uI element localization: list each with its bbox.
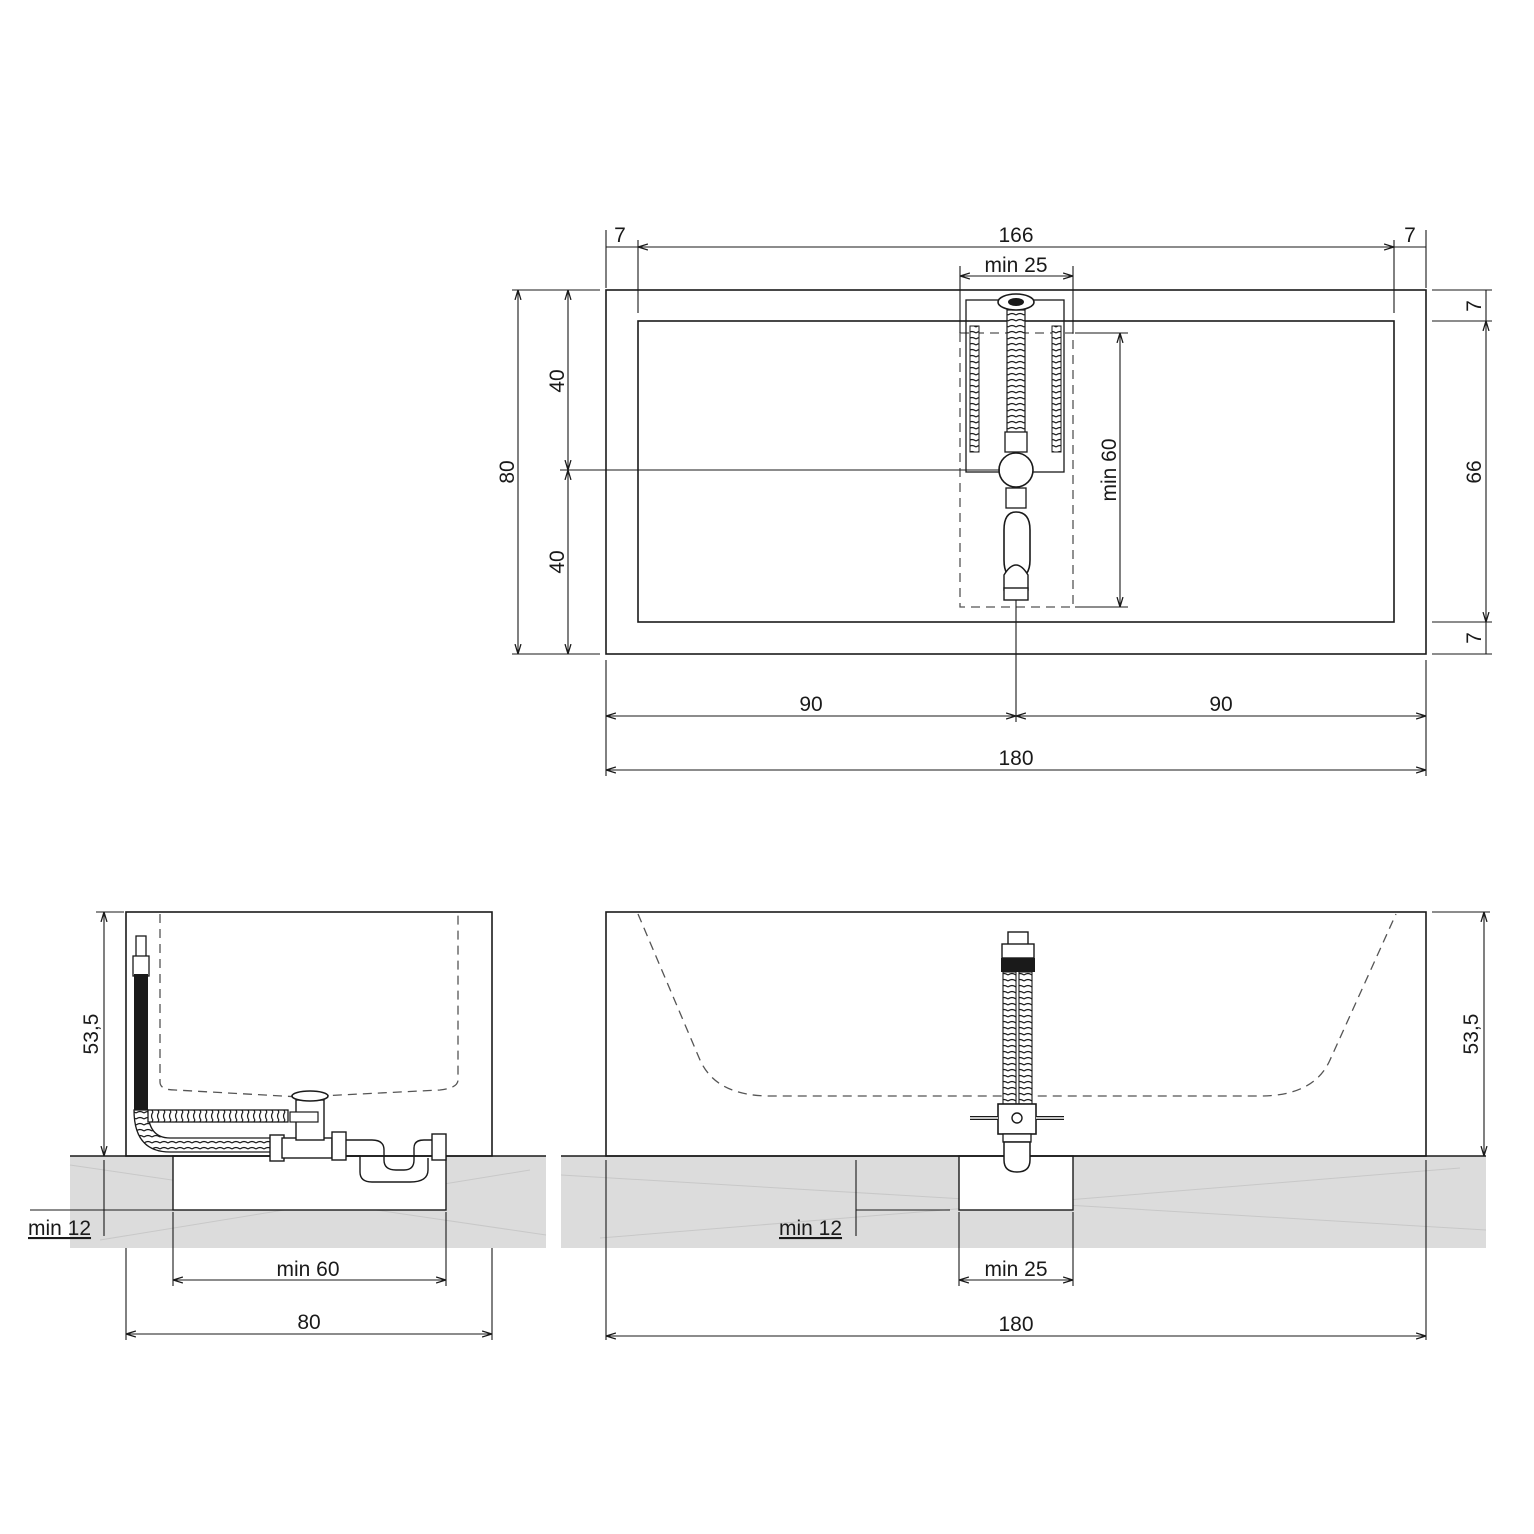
front-dim-min-recess-width: min 25	[984, 1258, 1047, 1281]
waste-overflow-set	[132, 935, 447, 1183]
side-dim-width-total: 80	[297, 1311, 320, 1334]
dim-width-total: 180	[998, 747, 1033, 770]
dim-inner-width: 66	[1463, 460, 1486, 483]
faucet-top-view	[965, 293, 1065, 601]
front-dim-height: 53,5	[1460, 1014, 1483, 1055]
front-floor-recess	[958, 1155, 1074, 1211]
dim-rim-top: 7	[1463, 300, 1486, 312]
side-dim-height: 53,5	[80, 1014, 103, 1055]
dim-half-left: 90	[799, 693, 822, 716]
dim-rim-right: 7	[1404, 224, 1416, 247]
side-inner-basin	[159, 914, 459, 1098]
dim-min-access-width: min 25	[984, 254, 1047, 277]
dim-min-access-length: min 60	[1098, 438, 1121, 501]
front-dim-min-recess-depth: min 12	[779, 1217, 842, 1240]
faucet-front-view	[970, 931, 1064, 1173]
side-dim-min-recess-depth: min 12	[28, 1217, 91, 1240]
dim-inner-length: 166	[998, 224, 1033, 247]
dim-half-upper: 40	[546, 369, 569, 392]
dim-rim-bottom: 7	[1463, 632, 1486, 644]
dim-half-lower: 40	[546, 550, 569, 573]
front-view: 53,5 min 12 min 25 180	[560, 911, 1490, 1340]
side-dim-min-recess-width: min 60	[276, 1258, 339, 1281]
top-view: 7 166 7 min 25 7 66 7 min 60 80 40 40	[496, 224, 1492, 776]
front-dim-width-total: 180	[998, 1313, 1033, 1336]
dim-depth-total: 80	[496, 460, 519, 483]
side-view: 53,5 min 12 min 60 80	[28, 911, 547, 1340]
floor-recess	[172, 1155, 447, 1211]
dim-rim-left: 7	[614, 224, 626, 247]
dim-half-right: 90	[1209, 693, 1232, 716]
